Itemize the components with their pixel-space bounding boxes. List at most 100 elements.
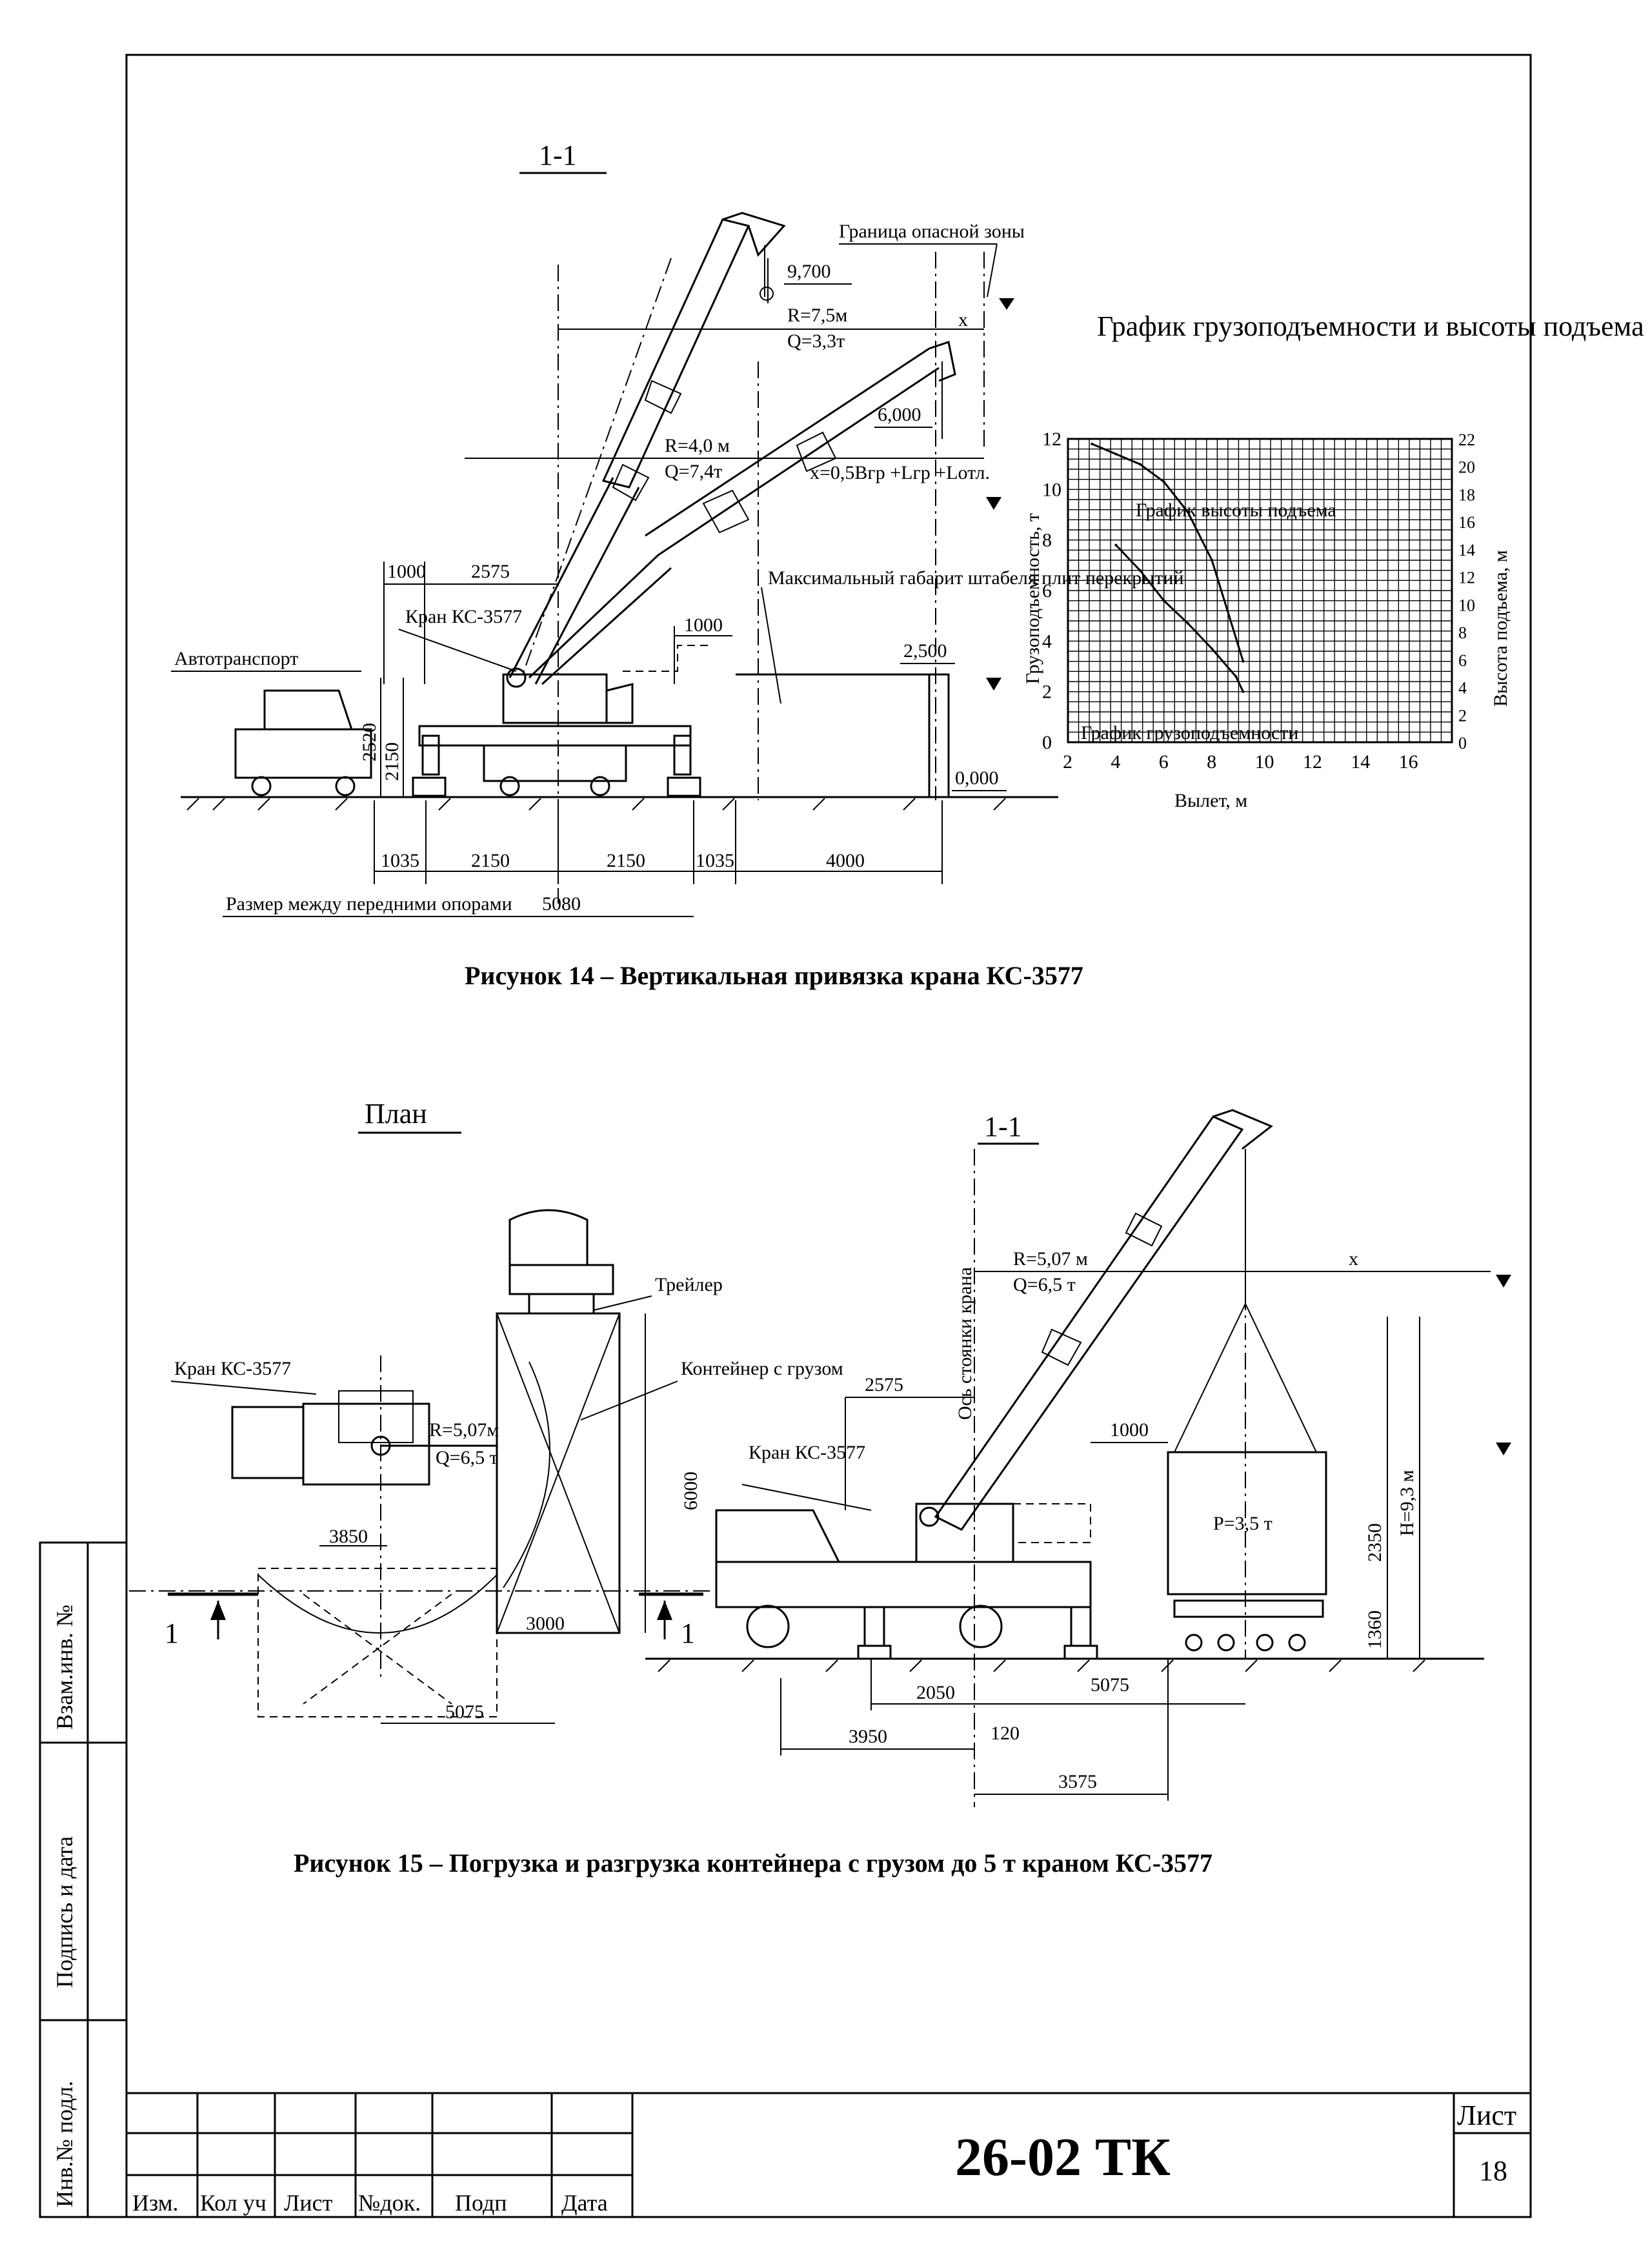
fig15-crane-sec-text: Кран КС-3577: [749, 1442, 865, 1463]
fig14-r2: R=4,0 м: [665, 435, 730, 456]
chart-y2-tick-label: 0: [1458, 734, 1467, 753]
chart-y2-tick-label: 6: [1458, 651, 1467, 670]
fig15-dim-3950: 3950: [849, 1726, 887, 1747]
fig14-dim-bottom-2: 2150: [471, 850, 510, 871]
fig14-section-label: 1-1: [539, 139, 577, 171]
fig14-r1: R=7,5м: [787, 305, 847, 326]
chart-xlabel: Вылет, м: [1174, 790, 1247, 811]
fig14-dim-bottom-4: 1035: [696, 850, 734, 871]
fig15-crane-sec: Кран КС-3577: [749, 1442, 865, 1463]
fig14-max-stack-text: Максимальный габарит штабеля плит перекр…: [768, 567, 1184, 589]
chart-point-height: [1242, 660, 1245, 663]
chart-y2-tick-label: 10: [1458, 596, 1475, 614]
chart-point-height: [1162, 480, 1165, 483]
chart-point-capacity: [1211, 647, 1214, 651]
fig14-auto: Автотранспорт: [174, 648, 298, 669]
fig14-elev-mid: 6,000: [878, 404, 921, 425]
fig15-dim-5075a: 5075: [445, 1701, 484, 1723]
sheet-frame: [125, 54, 1532, 2218]
fig15-plan-label: План: [365, 1098, 427, 1129]
fig14-elev-0: 0,000: [955, 767, 999, 789]
chart-x-tick-label: 2: [1063, 751, 1072, 773]
fig14-dim-2575: 2575: [471, 561, 510, 582]
chart-y-tick-label: 2: [1042, 682, 1052, 703]
fig15-dim-3575: 3575: [1058, 1771, 1097, 1792]
title-block: Изм. Кол уч Лист №док. Подп Дата 26-02 Т…: [126, 2092, 1531, 2217]
side-label-vzam: Взам.инв. №: [52, 1605, 77, 1730]
side-label-podp: Подпись и дата: [52, 1836, 77, 1988]
fig14-q1: Q=3,3т: [787, 330, 845, 352]
chart-x-tick-label: 14: [1351, 751, 1370, 773]
chart-point-height: [1114, 452, 1118, 456]
chart-x-tick-label: 12: [1303, 751, 1322, 773]
side-label-inv: Инв.№ подл.: [52, 2081, 77, 2207]
chart-y2-tick-label: 20: [1458, 458, 1475, 477]
fig14-formula: x=0,5Bгр +Lгр +Lотл.: [810, 462, 990, 483]
figure-15: План 1-1 Трейлер Контейнер с грузом 6000…: [129, 1098, 1511, 1878]
fig15-dim-3850: 3850: [329, 1526, 368, 1547]
sheet-number: 18: [1479, 2155, 1507, 2187]
fig14-dim-bottom-1: 1035: [381, 850, 419, 871]
fig15-caption: Рисунок 15 – Погрузка и разгрузка контей…: [294, 1848, 1212, 1878]
fig15-dim-1000: 1000: [1110, 1419, 1149, 1441]
fig15-section-label: 1-1: [984, 1111, 1022, 1142]
stamp-col-kol: Кол уч: [200, 2190, 267, 2216]
fig15-trailer: Трейлер: [655, 1274, 723, 1295]
chart-point-height: [1138, 463, 1142, 466]
stamp-col-list: Лист: [284, 2190, 333, 2216]
chart-y2-tick-label: 16: [1458, 513, 1475, 532]
chart-series-label-capacity: График грузоподъемности: [1081, 722, 1298, 744]
load-chart: График грузоподъемности и высоты подъема…: [1022, 310, 1650, 811]
chart-y2-tick-label: 14: [1458, 541, 1475, 560]
chart-y-tick-label: 6: [1042, 580, 1052, 602]
fig15-q-sec: Q=6,5 т: [1013, 1274, 1076, 1295]
fig15-dim-5075b: 5075: [1091, 1674, 1129, 1696]
chart-y2-tick-label: 12: [1458, 569, 1475, 587]
fig14-dim-1000b: 1000: [684, 614, 723, 636]
fig15-axis-label: Ось стоянки крана: [954, 1267, 976, 1420]
fig14-dim-5080: 5080: [542, 893, 581, 915]
chart-y2-tick-label: 8: [1458, 623, 1467, 642]
fig15-dim-2050: 2050: [916, 1682, 955, 1703]
chart-y2-tick-label: 2: [1458, 706, 1467, 725]
fig15-dim-2575: 2575: [865, 1374, 903, 1395]
fig15-dim-3000: 3000: [526, 1613, 565, 1634]
fig14-dim-2150v: 2150: [381, 742, 403, 781]
side-strip: Взам.инв. № Подпись и дата Инв.№ подл.: [39, 1541, 128, 2218]
fig15-sec-mark-right: 1: [681, 1617, 695, 1649]
fig14-crane-label: Кран КС-3577: [405, 606, 522, 627]
sheet-label: Лист: [1457, 2100, 1516, 2131]
fig14-max-stack: Максимальный габарит штабеля плит перекр…: [768, 567, 1184, 589]
chart-point-height: [1091, 442, 1094, 445]
chart-y2-tick-label: 4: [1458, 679, 1467, 698]
fig14-dim-bottom-3: 2150: [607, 850, 645, 871]
chart-point-capacity: [1242, 690, 1245, 693]
chart-series: [1091, 442, 1245, 693]
fig14-caption: Рисунок 14 – Вертикальная привязка крана…: [465, 961, 1083, 990]
fig15-dim-2350: 2350: [1364, 1523, 1385, 1562]
fig15-container: Контейнер с грузом: [681, 1358, 843, 1379]
fig15-dim-6000: 6000: [680, 1472, 701, 1510]
chart-y-tick-label: 0: [1042, 732, 1052, 753]
chart-point-capacity: [1162, 599, 1165, 602]
document-code: 26-02 ТК: [955, 2127, 1171, 2187]
stamp-col-izm: Изм.: [132, 2190, 179, 2216]
fig14-supports: Размер между передними опорами: [226, 893, 512, 915]
stamp-col-data: Дата: [561, 2190, 608, 2216]
chart-x-tick-label: 8: [1207, 751, 1216, 773]
fig14-dim-2520: 2520: [359, 723, 380, 762]
stamp-col-doc: №док.: [358, 2190, 421, 2216]
fig15-sec-mark-left: 1: [165, 1617, 179, 1649]
fig15-r-sec: R=5,07 м: [1013, 1248, 1088, 1270]
fig14-danger-zone-text: Граница опасной зоны: [839, 221, 1025, 242]
fig14-crane-text: Кран КС-3577: [405, 606, 522, 627]
fig15-crane-plan: Кран КС-3577: [174, 1358, 291, 1379]
chart-x-tick-label: 6: [1159, 751, 1169, 773]
chart-y2-tick-label: 18: [1458, 485, 1475, 504]
fig15-crane-plan-text: Кран КС-3577: [174, 1358, 291, 1379]
fig14-x-mark: x: [958, 309, 968, 330]
chart-y-tick-label: 8: [1042, 530, 1052, 551]
chart-point-capacity: [1138, 569, 1142, 572]
